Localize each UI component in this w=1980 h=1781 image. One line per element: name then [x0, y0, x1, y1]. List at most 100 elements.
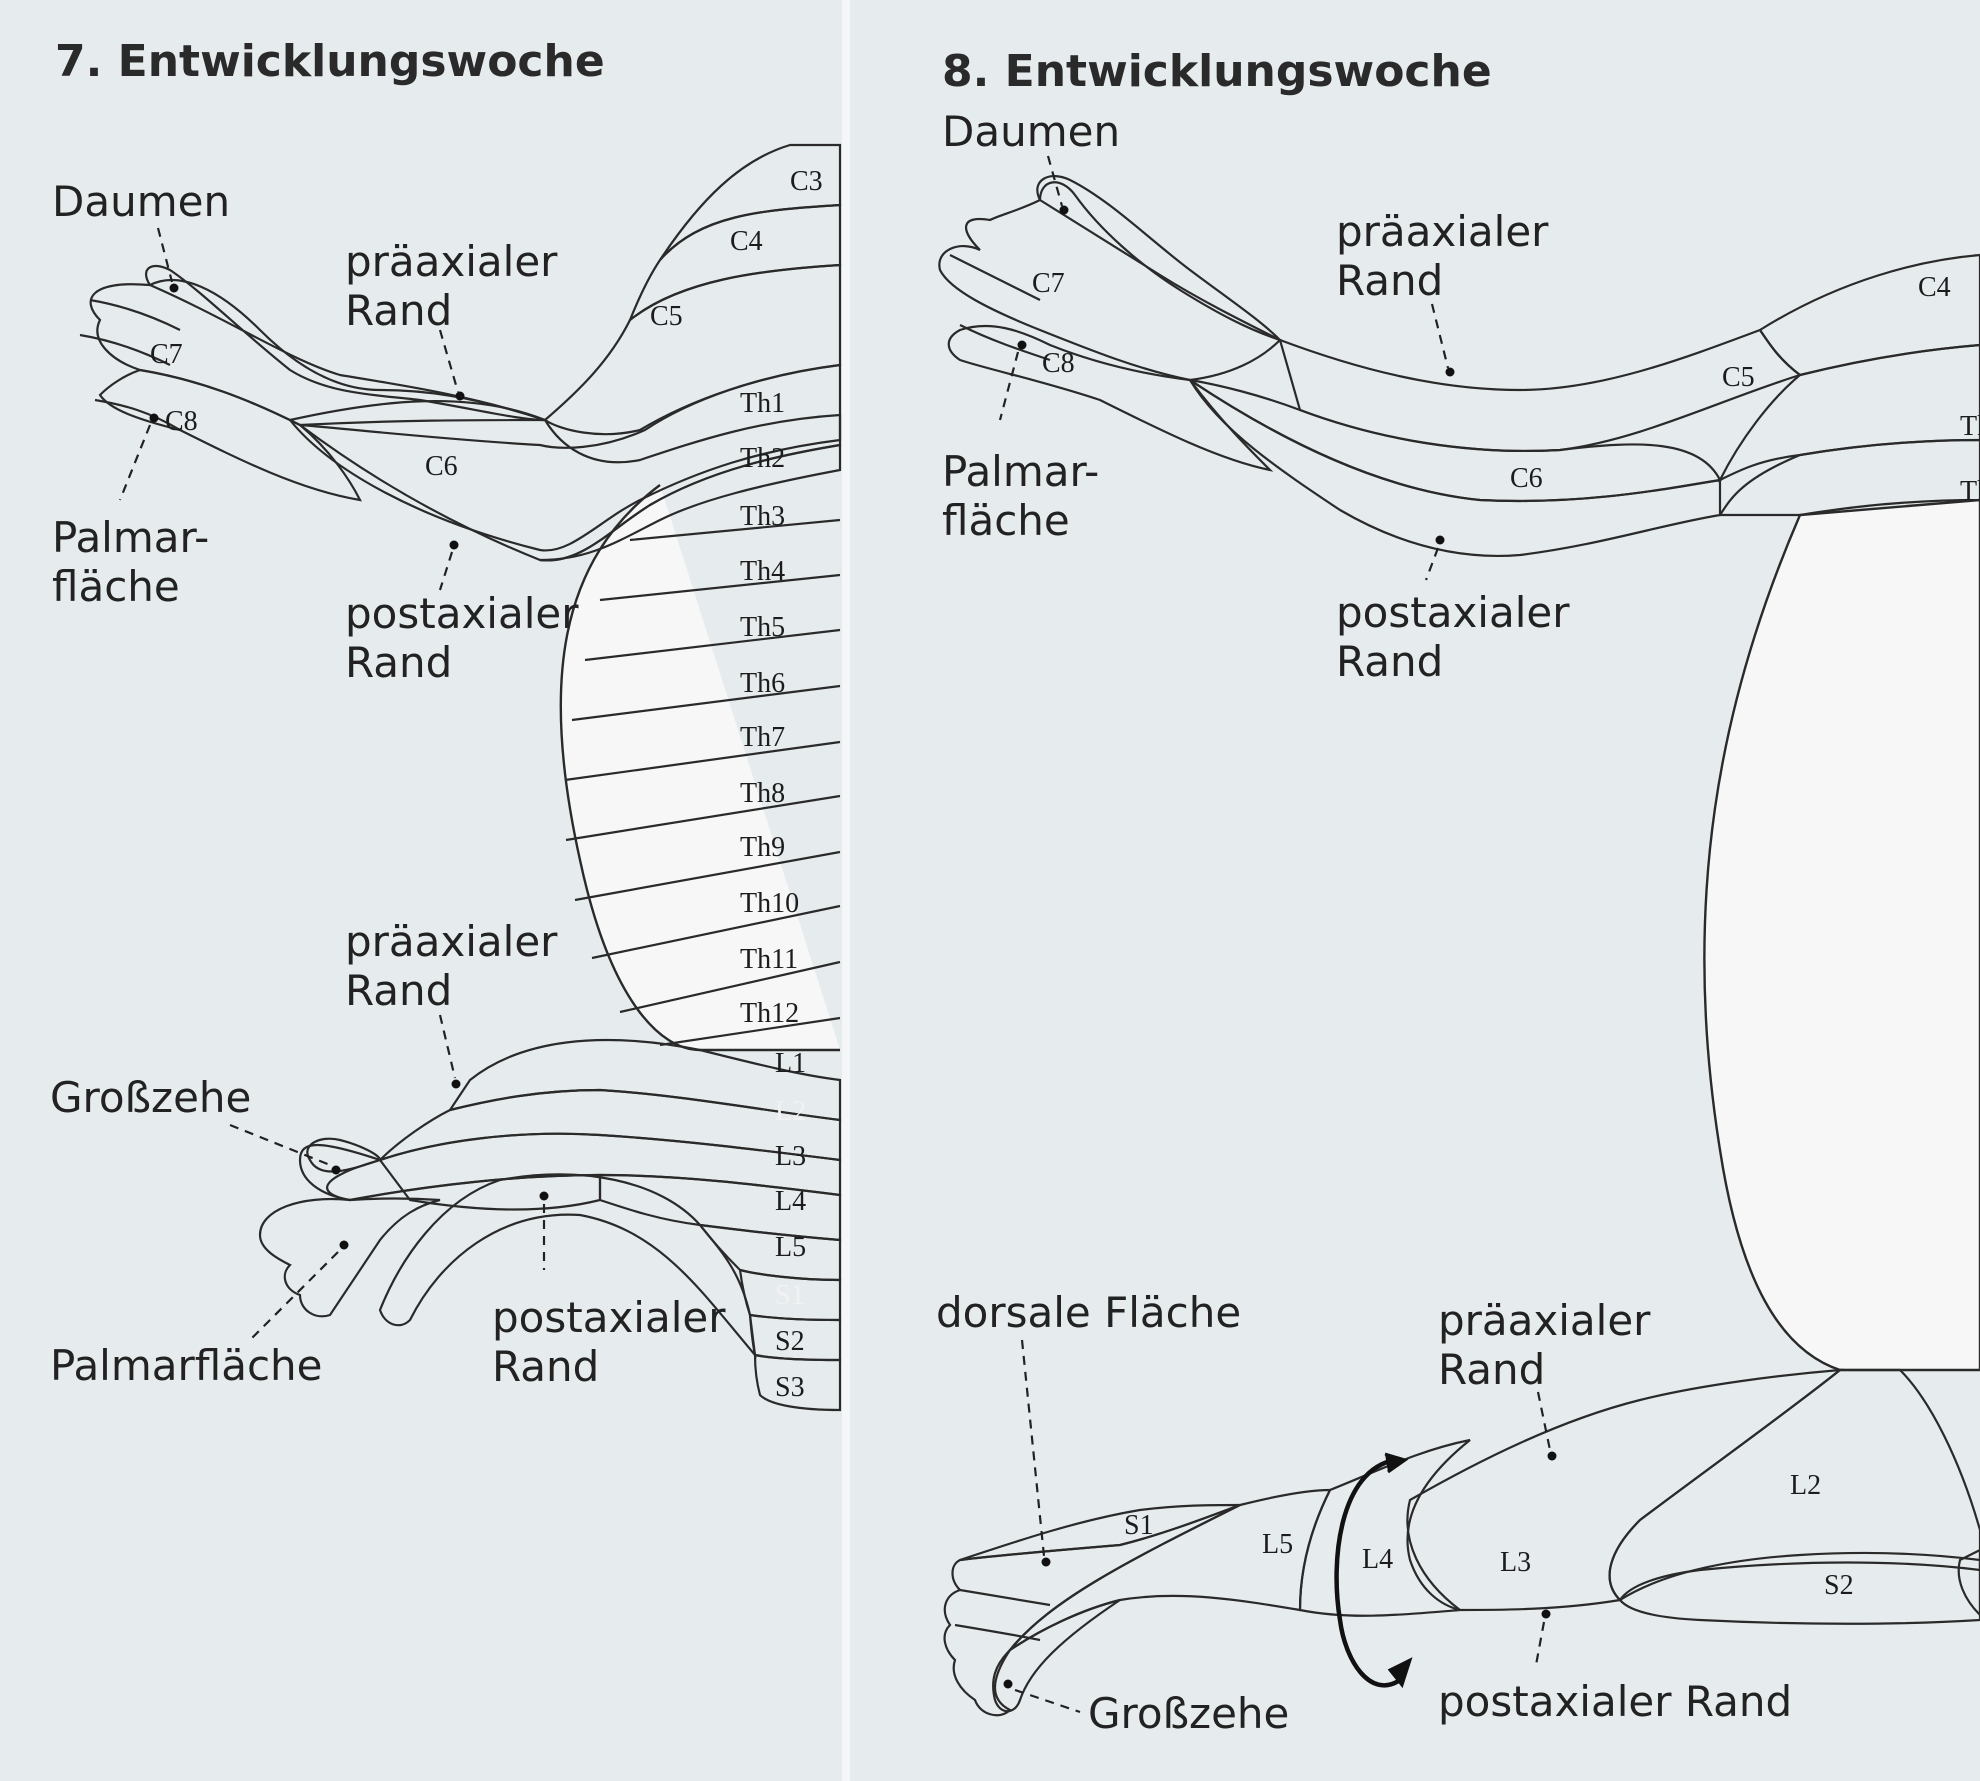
big-toe-w8	[992, 1598, 1121, 1713]
label-palmar-leg: Palmarfläche	[50, 1341, 323, 1390]
label-postaxial-arm-w8: postaxialer	[1336, 588, 1570, 637]
seg-label: Th3	[740, 501, 785, 532]
big-toe	[306, 1137, 382, 1173]
band-th2	[539, 443, 842, 562]
label-daumen: Daumen	[52, 177, 230, 226]
thoracic-band-lines	[564, 518, 841, 1047]
band-th1-w8	[1189, 379, 1722, 558]
seg-label: C3	[790, 166, 823, 197]
seg-label: L3	[1500, 1547, 1531, 1578]
band-s3	[753, 1353, 842, 1412]
foot-sole	[258, 1197, 441, 1318]
segment-labels-week-7: C3 C4 C5 C6 C7 C8 Th1 Th2 Th3 Th4 Th5 Th…	[150, 166, 823, 1029]
seg-label: Th2	[740, 443, 785, 474]
seg-label: S1	[1124, 1510, 1154, 1541]
seg-label: L3	[775, 1141, 806, 1172]
segment-labels-lower-week-7: L1 L2 L3 L4 L5 S1 S2 S3	[775, 1048, 806, 1403]
panel-week-8: 8. Entwicklungswoche C4 C5 C6 C7 C8	[936, 46, 1980, 1738]
segment-labels-upper-week-8: C4 C5 C6 C7 C8 Th Th	[1032, 268, 1980, 507]
trunk-outline-week-7	[559, 484, 840, 1052]
label-grosszehe-w8: Großzehe	[1088, 1689, 1289, 1738]
label-palmar-arm-2: fläche	[52, 562, 180, 611]
lower-limb-week-8	[943, 1368, 1980, 1717]
band-s1-w8	[959, 1503, 1241, 1562]
panel-title-week-8: 8. Entwicklungswoche	[942, 46, 1492, 97]
band-l5-w8	[1009, 1488, 1332, 1651]
label-postaxial-arm-2-w8: Rand	[1336, 637, 1443, 686]
seg-label: Th7	[740, 722, 785, 753]
panel-title-week-7: 7. Entwicklungswoche	[55, 36, 605, 87]
seg-label: S1	[775, 1280, 805, 1311]
seg-label: Th6	[740, 668, 785, 699]
band-l4-foot	[298, 1144, 602, 1211]
seg-label: C7	[1032, 268, 1065, 299]
seg-label: Th8	[740, 778, 785, 809]
seg-label: C6	[1510, 463, 1543, 494]
upper-limb-week-7	[79, 143, 842, 562]
thumb-w8	[1036, 175, 1281, 341]
label-daumen-w8: Daumen	[942, 107, 1120, 156]
seg-label: Th4	[740, 556, 785, 587]
seg-label: L2	[1790, 1470, 1821, 1501]
label-postaxial-leg-2: Rand	[492, 1342, 599, 1391]
band-c8	[98, 368, 362, 502]
label-postaxial-leg-w8: postaxialer Rand	[1438, 1677, 1792, 1726]
seg-label: S3	[775, 1372, 805, 1403]
seg-label: L4	[775, 1186, 806, 1217]
seg-label: C4	[730, 226, 763, 257]
band-s1-limb	[378, 1173, 757, 1359]
seg-label: Th5	[740, 612, 785, 643]
label-praeaxial-leg-2-w8: Rand	[1438, 1345, 1545, 1394]
seg-label: Th	[1960, 411, 1980, 442]
band-c8-w8	[947, 324, 1274, 472]
band-l2	[379, 1088, 842, 1162]
seg-label: Th12	[740, 998, 799, 1029]
label-grosszehe: Großzehe	[50, 1073, 251, 1122]
seg-label: L5	[1262, 1529, 1293, 1560]
seg-label: C6	[425, 451, 458, 482]
band-c5	[543, 263, 842, 436]
seg-label: Th11	[740, 944, 798, 975]
label-praeaxial-leg: präaxialer	[345, 917, 558, 966]
seg-label: S2	[775, 1326, 805, 1357]
annotations-week-7: Daumen präaxialer Rand Palmar- fläche po…	[50, 177, 726, 1391]
annotations-week-8: Daumen präaxialer Rand Palmar- fläche po…	[936, 107, 1792, 1738]
label-postaxial-arm-2: Rand	[345, 638, 452, 687]
seg-label: S2	[1824, 1570, 1854, 1601]
seg-label: L4	[1362, 1544, 1393, 1575]
band-c6-w8	[1189, 378, 1722, 503]
seg-label: L5	[775, 1232, 806, 1263]
seg-label: C5	[650, 301, 683, 332]
label-praeaxial-leg-w8: präaxialer	[1438, 1296, 1651, 1345]
band-s3-w8	[1957, 1548, 1980, 1617]
band-c6	[288, 399, 842, 552]
seg-label: C7	[150, 339, 183, 370]
thumb-and-arm-upper	[145, 264, 546, 422]
band-th-w8	[1717, 343, 1980, 483]
panel-week-7: 7. Entwicklungswoche	[50, 36, 842, 1412]
label-praeaxial-arm-2-w8: Rand	[1336, 256, 1443, 305]
seg-label: C4	[1918, 272, 1951, 303]
seg-label: L2	[775, 1096, 806, 1127]
label-praeaxial-arm-w8: präaxialer	[1336, 207, 1549, 256]
band-l4-w8	[1298, 1438, 1471, 1617]
seg-label: Th1	[740, 388, 785, 419]
label-postaxial-arm: postaxialer	[345, 589, 579, 638]
label-palmar-arm-2-w8: fläche	[942, 496, 1070, 545]
upper-limb-week-8	[938, 175, 1980, 558]
label-praeaxial-arm: präaxialer	[345, 237, 558, 286]
label-palmar-arm-w8: Palmar-	[942, 447, 1099, 496]
rotation-arrow	[1334, 1457, 1402, 1688]
band-c7-w8	[938, 181, 1283, 382]
trunk-outline-week-8	[1703, 498, 1980, 1372]
seg-label: L1	[775, 1048, 806, 1079]
lower-limb-week-7	[258, 1038, 842, 1412]
label-postaxial-leg: postaxialer	[492, 1293, 726, 1342]
seg-label: Th9	[740, 832, 785, 863]
seg-label: C5	[1722, 362, 1755, 393]
band-l3-w8	[1406, 1368, 1844, 1612]
seg-label: Th	[1960, 476, 1980, 507]
band-th2-w8	[1717, 438, 1980, 517]
band-s2-w8	[1618, 1551, 1980, 1625]
